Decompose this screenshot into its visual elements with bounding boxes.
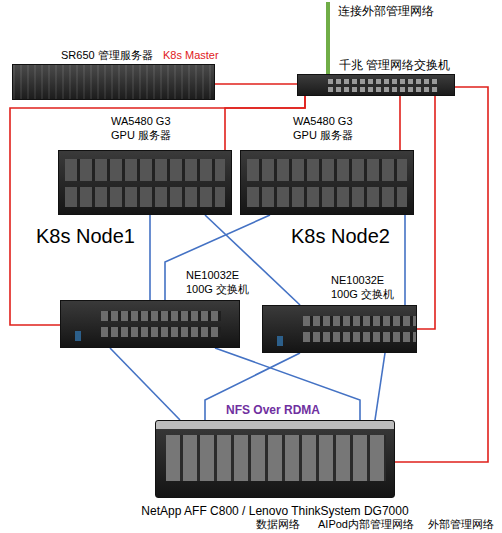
- data-link: [404, 215, 406, 305]
- device-label: 千兆 管理网络交换机: [339, 58, 450, 73]
- device-label: NFS Over RDMA: [226, 403, 320, 418]
- data-link: [110, 348, 180, 420]
- device-label: WA5480 G3 GPU 服务器: [293, 115, 365, 143]
- connector-group: [10, 84, 488, 462]
- management-link: [399, 96, 401, 150]
- network-note: 连接外部管理网络: [338, 4, 434, 19]
- data-link: [165, 215, 270, 300]
- management-link: [215, 83, 297, 85]
- external-uplink-line: [326, 2, 330, 74]
- data-switch: NE10032E 100G 交换机: [60, 300, 240, 348]
- storage-array: NFS Over RDMANetApp AFF C800 / Lenovo Th…: [155, 420, 395, 498]
- gpu-server: WA5480 G3 GPU 服务器K8s Node1: [58, 150, 232, 215]
- legend-text: 数据网络: [256, 518, 300, 532]
- device-label: SR650 管理服务器: [61, 49, 153, 63]
- gpu-server: WA5480 G3 GPU 服务器K8s Node2: [240, 150, 414, 215]
- data-link: [375, 353, 385, 420]
- legend-text: 外部管理网络: [428, 518, 494, 532]
- role-label: K8s Master: [163, 49, 219, 63]
- management-server: SR650 管理服务器K8s Master: [12, 64, 215, 100]
- role-label: NetApp AFF C800 / Lenovo ThinkSystem DG7…: [141, 504, 408, 519]
- management-link: [417, 96, 435, 329]
- role-label: K8s Node2: [291, 224, 390, 249]
- device-label: NE10032E 100G 交换机: [186, 269, 258, 297]
- management-link: [395, 87, 488, 462]
- legend-text: AIPod内部管理网络: [318, 518, 414, 532]
- role-label: K8s Node1: [36, 224, 135, 249]
- device-label: WA5480 G3 GPU 服务器: [111, 115, 183, 143]
- management-switch: 千兆 管理网络交换机: [297, 74, 455, 96]
- data-link: [149, 215, 151, 300]
- data-switch: NE10032E 100G 交换机: [262, 305, 417, 353]
- device-label: NE10032E 100G 交换机: [331, 274, 403, 302]
